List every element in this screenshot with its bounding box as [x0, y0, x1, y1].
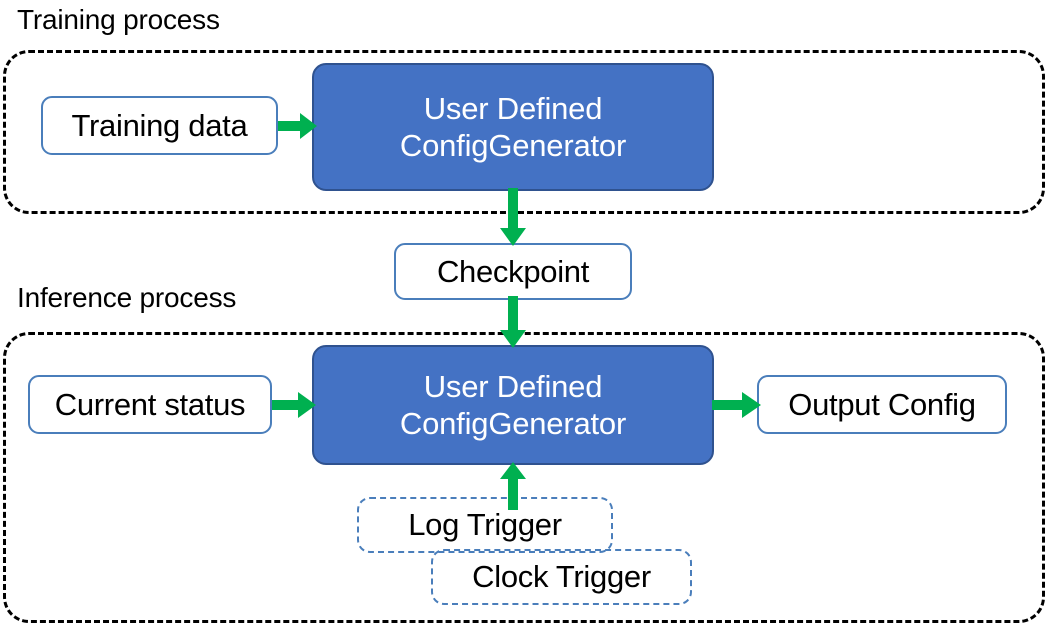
- inference-process-container: [3, 332, 1045, 623]
- node-output-config[interactable]: Output Config: [757, 375, 1007, 434]
- node-log-trigger-label: Log Trigger: [408, 507, 562, 542]
- arrow-right-generator-to-output-config-icon: [712, 390, 762, 420]
- node-clock-trigger-label: Clock Trigger: [472, 559, 651, 594]
- arrow-right-current-status-to-generator-icon: [272, 390, 317, 420]
- node-output-config-label: Output Config: [788, 386, 976, 422]
- inference-process-label: Inference process: [17, 282, 237, 313]
- node-generator-training-line2: ConfigGenerator: [399, 128, 627, 163]
- node-checkpoint[interactable]: Checkpoint: [394, 243, 632, 300]
- node-checkpoint-label: Checkpoint: [436, 253, 590, 289]
- arrow-right-training-data-to-generator-icon: [278, 111, 318, 141]
- node-log-trigger[interactable]: Log Trigger: [357, 497, 613, 553]
- node-user-defined-config-generator-inference[interactable]: User Defined ConfigGenerator: [312, 345, 714, 465]
- arrow-down-checkpoint-to-generator-icon: [498, 296, 528, 350]
- node-current-status-label: Current status: [54, 386, 246, 422]
- node-generator-inference-line2: ConfigGenerator: [399, 406, 627, 441]
- node-generator-inference-line1: User Defined: [423, 369, 603, 404]
- node-current-status[interactable]: Current status: [28, 375, 272, 434]
- node-training-data[interactable]: Training data: [41, 96, 278, 155]
- node-user-defined-config-generator-training[interactable]: User Defined ConfigGenerator: [312, 63, 714, 191]
- arrow-down-generator-to-checkpoint-icon: [498, 188, 528, 248]
- training-process-container: [3, 50, 1045, 214]
- node-training-data-label: Training data: [71, 107, 248, 143]
- node-clock-trigger[interactable]: Clock Trigger: [431, 549, 692, 605]
- arrow-up-triggers-to-generator-icon: [498, 462, 528, 510]
- node-generator-training-line1: User Defined: [423, 91, 603, 126]
- training-process-label: Training process: [17, 4, 220, 35]
